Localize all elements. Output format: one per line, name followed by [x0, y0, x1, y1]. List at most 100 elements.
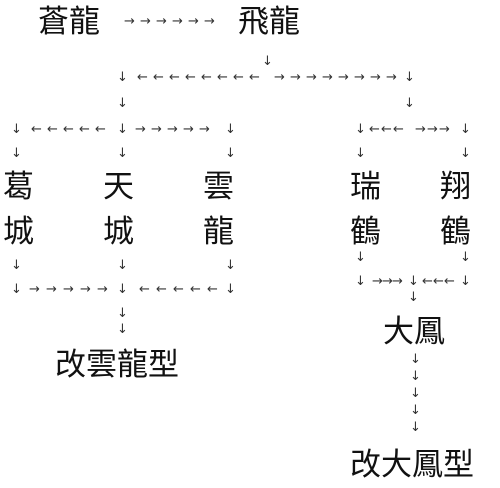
- node-katsuragi-char-1: 葛: [3, 169, 34, 205]
- arrow-down-icon: ↓: [460, 146, 471, 161]
- arrow-right-icon: →: [140, 14, 151, 29]
- arrow-left-icon: ←: [217, 70, 228, 85]
- arrow-down-icon: ↓: [408, 274, 419, 289]
- arrow-down-icon: ↓: [404, 70, 415, 85]
- arrow-right-icon: →: [183, 122, 194, 137]
- arrow-right-icon: →: [372, 274, 383, 289]
- arrow-down-icon: ↓: [117, 282, 128, 297]
- arrow-right-icon: →: [46, 282, 57, 297]
- arrow-down-icon: ↓: [117, 258, 128, 273]
- arrow-down-icon: ↓: [117, 70, 128, 85]
- arrow-down-icon: ↓: [225, 146, 236, 161]
- arrow-right-icon: →: [354, 70, 365, 85]
- node-amagi-char-1: 天: [103, 169, 134, 205]
- arrow-right-icon: →: [386, 70, 397, 85]
- arrow-down-icon: ↓: [262, 54, 273, 69]
- arrow-right-icon: →: [415, 122, 426, 137]
- arrow-right-icon: →: [135, 122, 146, 137]
- arrow-down-icon: ↓: [410, 386, 421, 401]
- node-shokaku-char-2: 鶴: [440, 214, 471, 250]
- arrow-right-icon: →: [427, 122, 438, 137]
- node-unryu-char-2: 龍: [203, 214, 234, 250]
- arrow-left-icon: ←: [393, 122, 404, 137]
- arrow-left-icon: ←: [31, 122, 42, 137]
- arrow-left-icon: ←: [369, 122, 380, 137]
- arrow-down-icon: ↓: [355, 146, 366, 161]
- node-amagi-char-2: 城: [103, 214, 134, 250]
- arrow-left-icon: ←: [63, 122, 74, 137]
- arrow-right-icon: →: [97, 282, 108, 297]
- arrow-down-icon: ↓: [404, 96, 415, 111]
- arrow-left-icon: ←: [207, 282, 218, 297]
- arrow-down-icon: ↓: [11, 282, 22, 297]
- arrow-right-icon: →: [151, 122, 162, 137]
- arrow-left-icon: ←: [185, 70, 196, 85]
- node-taiho: 大鳳: [383, 314, 445, 350]
- arrow-left-icon: ←: [201, 70, 212, 85]
- arrow-left-icon: ←: [169, 70, 180, 85]
- arrow-right-icon: →: [392, 274, 403, 289]
- arrow-right-icon: →: [199, 122, 210, 137]
- arrow-right-icon: →: [167, 122, 178, 137]
- arrow-right-icon: →: [306, 70, 317, 85]
- arrow-down-icon: ↓: [117, 96, 128, 111]
- arrow-down-icon: ↓: [410, 403, 421, 418]
- arrow-down-icon: ↓: [11, 258, 22, 273]
- node-kai-unryu: 改雲龍型: [55, 347, 179, 383]
- arrow-down-icon: ↓: [225, 282, 236, 297]
- arrow-left-icon: ←: [422, 274, 433, 289]
- arrow-left-icon: ←: [173, 282, 184, 297]
- arrow-right-icon: →: [439, 122, 450, 137]
- arrow-down-icon: ↓: [117, 322, 128, 337]
- arrow-down-icon: ↓: [355, 274, 366, 289]
- arrow-down-icon: ↓: [460, 250, 471, 265]
- arrow-right-icon: →: [63, 282, 74, 297]
- arrow-left-icon: ←: [137, 70, 148, 85]
- node-soryu: 蒼龍: [38, 4, 100, 40]
- node-zuikaku-char-2: 鶴: [350, 214, 381, 250]
- arrow-down-icon: ↓: [460, 274, 471, 289]
- arrow-down-icon: ↓: [225, 122, 236, 137]
- arrow-down-icon: ↓: [117, 146, 128, 161]
- arrow-left-icon: ←: [153, 70, 164, 85]
- node-katsuragi-char-2: 城: [3, 214, 34, 250]
- node-kai-taiho: 改大鳳型: [350, 447, 474, 483]
- arrow-down-icon: ↓: [410, 420, 421, 435]
- arrow-right-icon: →: [370, 70, 381, 85]
- arrow-right-icon: →: [188, 14, 199, 29]
- arrow-right-icon: →: [172, 14, 183, 29]
- arrow-left-icon: ←: [156, 282, 167, 297]
- arrow-down-icon: ↓: [355, 122, 366, 137]
- arrow-left-icon: ←: [79, 122, 90, 137]
- arrow-left-icon: ←: [95, 122, 106, 137]
- arrow-down-icon: ↓: [355, 250, 366, 265]
- arrow-left-icon: ←: [233, 70, 244, 85]
- node-zuikaku-char-1: 瑞: [350, 169, 381, 205]
- arrow-down-icon: ↓: [11, 122, 22, 137]
- arrow-right-icon: →: [274, 70, 285, 85]
- arrow-right-icon: →: [338, 70, 349, 85]
- node-shokaku-char-1: 翔: [440, 169, 471, 205]
- arrow-left-icon: ←: [139, 282, 150, 297]
- arrow-right-icon: →: [382, 274, 393, 289]
- arrow-right-icon: →: [290, 70, 301, 85]
- arrow-down-icon: ↓: [410, 369, 421, 384]
- arrow-down-icon: ↓: [460, 122, 471, 137]
- node-unryu-char-1: 雲: [203, 169, 234, 205]
- arrow-down-icon: ↓: [410, 352, 421, 367]
- arrow-right-icon: →: [322, 70, 333, 85]
- arrow-down-icon: ↓: [117, 306, 128, 321]
- arrow-left-icon: ←: [249, 70, 260, 85]
- arrow-right-icon: →: [204, 14, 215, 29]
- arrow-left-icon: ←: [47, 122, 58, 137]
- arrow-left-icon: ←: [433, 274, 444, 289]
- arrow-down-icon: ↓: [11, 146, 22, 161]
- arrow-left-icon: ←: [190, 282, 201, 297]
- arrow-right-icon: →: [124, 14, 135, 29]
- arrow-left-icon: ←: [444, 274, 455, 289]
- arrow-down-icon: ↓: [408, 290, 419, 305]
- arrow-down-icon: ↓: [117, 122, 128, 137]
- arrow-left-icon: ←: [381, 122, 392, 137]
- arrow-right-icon: →: [29, 282, 40, 297]
